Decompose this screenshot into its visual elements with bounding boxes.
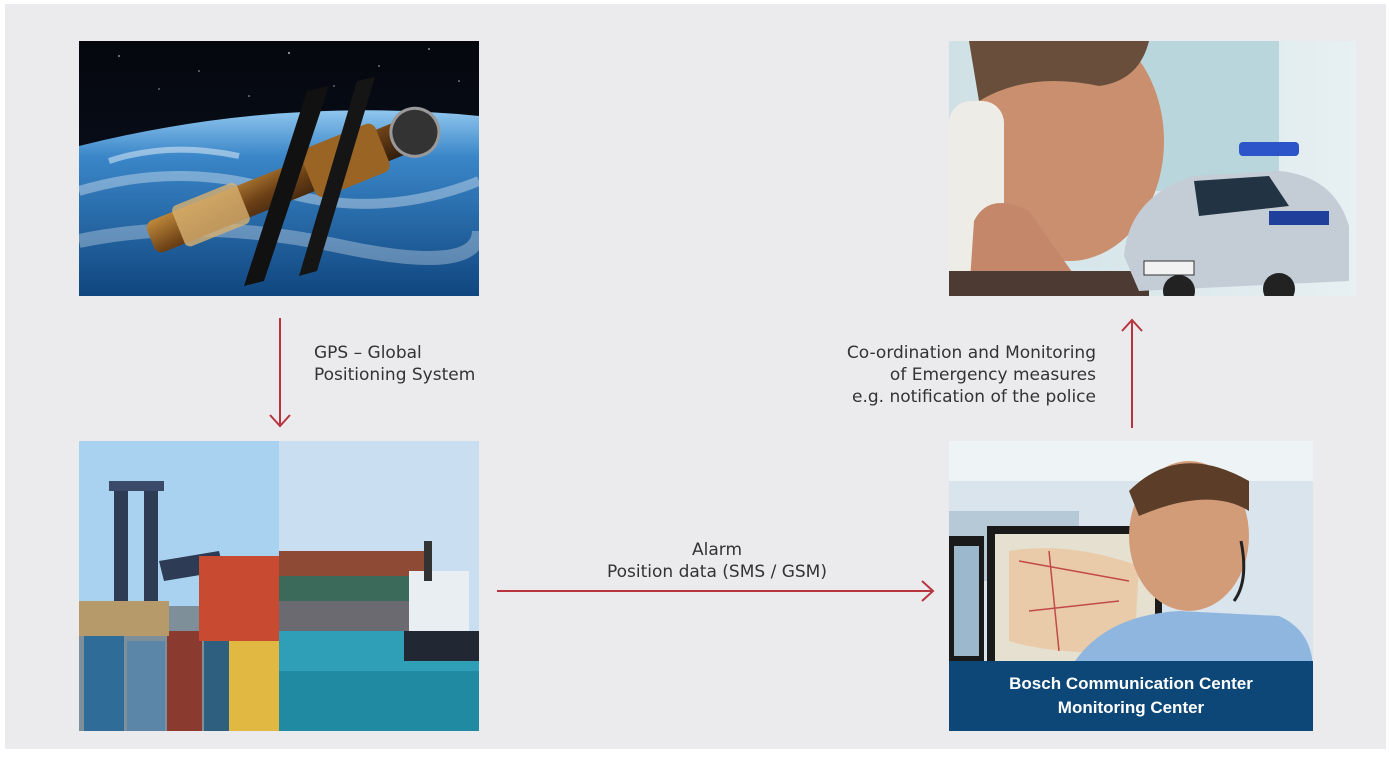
alarm-label-line-1: Alarm — [691, 540, 743, 560]
gps-down-arrow — [269, 318, 291, 428]
alarm-label-line-2: Position data (SMS / GSM) — [607, 562, 827, 582]
banner-line-2: Monitoring Center — [1057, 698, 1205, 717]
gps-label-line-1: GPS – Global — [314, 343, 422, 363]
coordination-label-line-1: Co-ordination and Monitoring — [846, 343, 1096, 363]
coordination-label-line-3: e.g. notification of the police — [851, 387, 1096, 407]
monitoring-image: Bosch Communication Center Monitoring Ce… — [949, 441, 1313, 731]
alarm-label: Alarm Position data (SMS / GSM) — [567, 539, 867, 583]
gps-label-line-2: Positioning System — [314, 365, 476, 385]
monitoring-center-banner: Bosch Communication Center Monitoring Ce… — [949, 661, 1313, 731]
coordination-label: Co-ordination and Monitoring of Emergenc… — [734, 342, 1096, 408]
coordination-up-arrow — [1121, 318, 1143, 428]
banner-line-1: Bosch Communication Center — [1009, 674, 1253, 693]
coordination-label-line-2: of Emergency measures — [889, 365, 1096, 385]
satellite-image — [79, 41, 479, 296]
alarm-right-arrow — [497, 580, 935, 602]
gps-label: GPS – Global Positioning System — [314, 342, 475, 386]
containers-image — [79, 441, 479, 731]
police-image — [949, 41, 1356, 296]
